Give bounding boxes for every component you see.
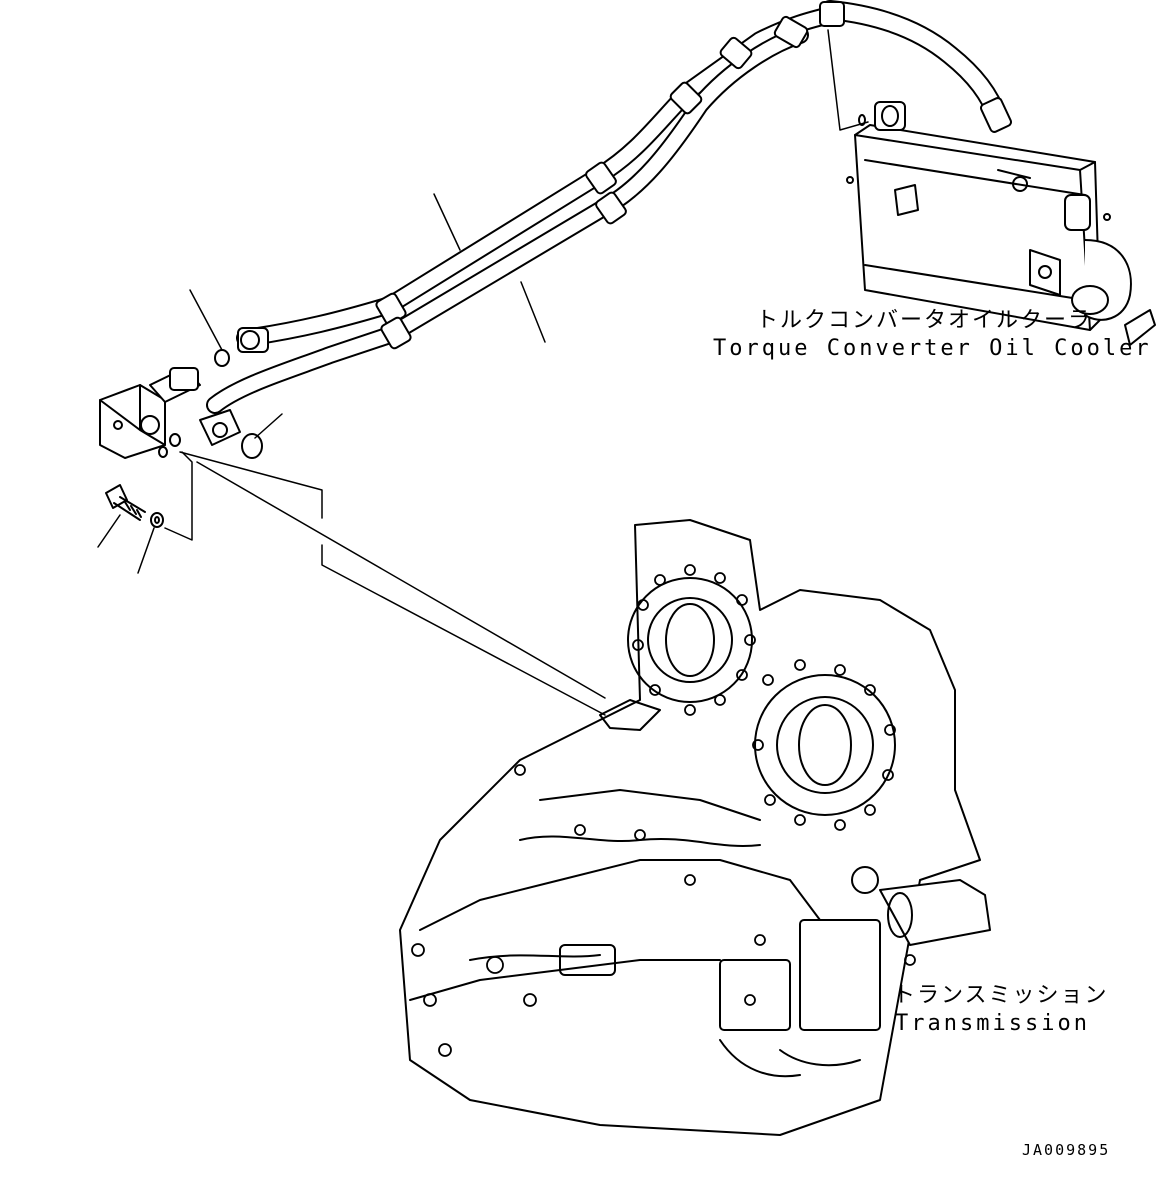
o-ring-small-1 [169,433,181,447]
adapter-block [99,384,166,459]
connection-lines [179,451,606,716]
washer-hole [154,516,160,524]
o-ring-upper [214,349,230,367]
transmission-label-jp: トランスミッション [893,983,1109,1008]
leader-lines [97,29,869,574]
washer [150,512,164,528]
bolt [105,484,146,521]
oil-cooler [846,101,1156,346]
hose-elbow-fitting-upper [237,327,269,353]
o-ring-lower [241,433,263,459]
flange-fitting-lower [199,409,241,446]
hose-clamps [375,1,1012,350]
transmission-housing [399,519,991,1136]
drawing-id: JA009895 [1022,1141,1111,1159]
adapter-fitting [149,367,201,403]
cooler-label-en: Torque Converter Oil Cooler [713,336,1152,361]
hose-cooler-return [820,0,1008,128]
transmission-label-en: Transmission [895,1011,1090,1036]
hose-lower [206,26,809,414]
o-ring-small-2 [158,446,168,458]
cooler-label-jp: トルクコンバータオイルクーラ [756,308,1093,333]
